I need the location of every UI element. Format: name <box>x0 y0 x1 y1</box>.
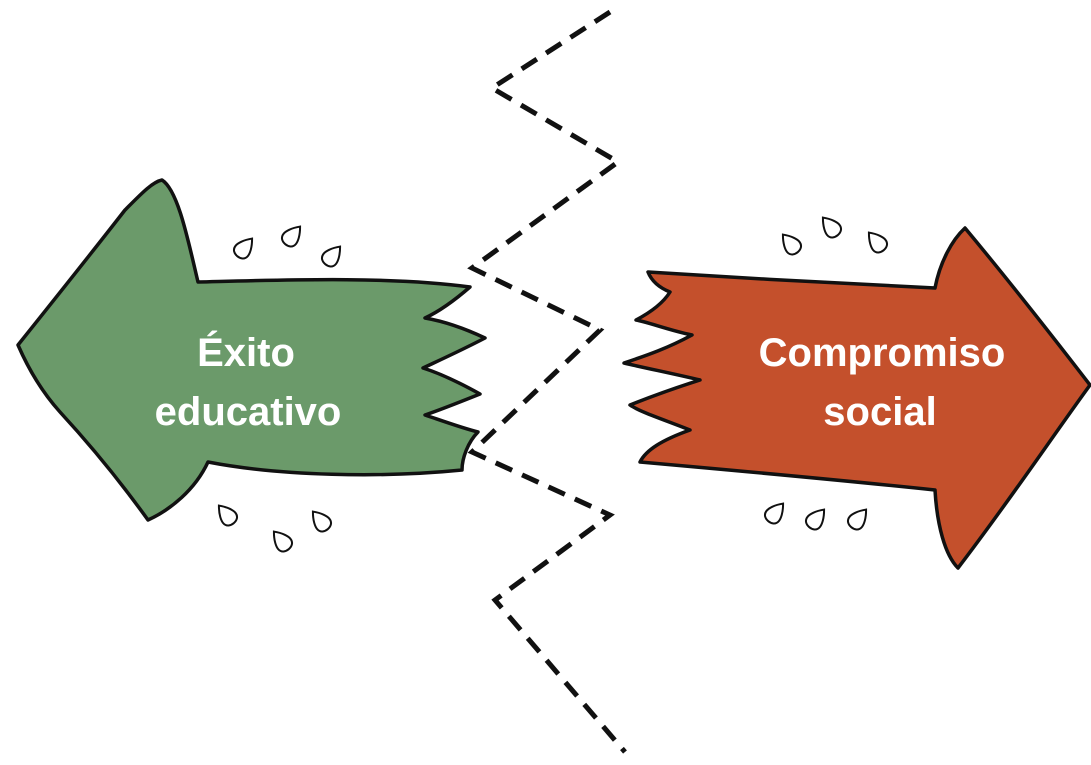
left-arrow-shape <box>16 178 487 522</box>
motion-drop <box>232 237 254 260</box>
motion-drop <box>763 502 785 525</box>
motion-drop <box>217 504 239 527</box>
left-arrow-motion-drops-top <box>232 225 342 268</box>
motion-drop <box>272 530 294 553</box>
left-arrow-label-line2: educativo <box>155 390 342 434</box>
right-arrow-label-line1: Compromiso <box>759 331 1006 375</box>
right-arrow-label-line2: social <box>823 390 936 434</box>
motion-drop <box>846 508 868 531</box>
motion-drop <box>320 245 342 268</box>
right-arrow-motion-drops-top <box>781 216 889 256</box>
dashed-divider <box>467 9 627 754</box>
motion-drop <box>311 510 333 533</box>
left-arrow-label-line1: Éxito <box>197 330 295 375</box>
left-arrow: Éxito educativo <box>16 178 487 522</box>
right-arrow-shape <box>622 226 1091 570</box>
motion-drop <box>280 225 302 248</box>
motion-drop <box>804 508 826 531</box>
right-arrow-motion-drops-bottom <box>763 502 868 531</box>
motion-drop <box>821 216 843 239</box>
motion-drop <box>867 231 889 254</box>
left-arrow-motion-drops-bottom <box>217 504 333 553</box>
motion-drop <box>781 233 803 256</box>
right-arrow: Compromiso social <box>622 226 1091 570</box>
